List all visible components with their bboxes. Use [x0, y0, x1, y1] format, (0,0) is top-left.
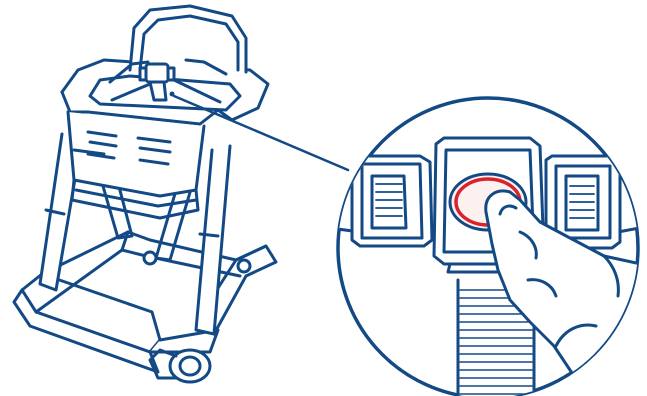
rear-wheel-right — [238, 260, 250, 272]
front-wheel — [150, 350, 210, 382]
high-chair-icon — [14, 6, 276, 382]
left-buckle-clip — [352, 156, 432, 246]
rear-wheel-left — [144, 252, 156, 264]
magnifier-callout — [330, 98, 647, 396]
